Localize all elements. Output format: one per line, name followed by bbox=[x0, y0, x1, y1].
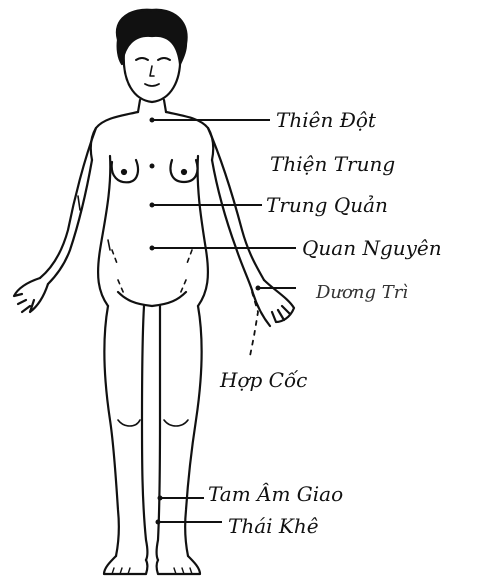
left-knee bbox=[118, 420, 140, 426]
right-arm bbox=[208, 128, 264, 290]
right-side bbox=[198, 156, 208, 306]
hair bbox=[117, 10, 187, 64]
left-hand bbox=[14, 278, 48, 312]
left-leg-outer bbox=[104, 306, 118, 556]
right-eye bbox=[158, 58, 170, 60]
left-foot bbox=[104, 556, 148, 574]
label-thien-trung: Thiện Trung bbox=[270, 154, 395, 174]
mouth bbox=[145, 84, 159, 86]
left-leg-inner bbox=[142, 306, 148, 560]
label-duong-tri: Dương Trì bbox=[316, 284, 408, 302]
label-tam-am-giao: Tam Âm Giao bbox=[208, 484, 343, 504]
label-thien-dot: Thiên Đột bbox=[276, 110, 376, 130]
left-arm bbox=[40, 128, 96, 284]
left-side bbox=[98, 156, 110, 306]
label-quan-nguyen: Quan Nguyên bbox=[302, 238, 442, 258]
right-knee bbox=[164, 420, 188, 426]
pelvis bbox=[118, 292, 186, 306]
right-foot bbox=[157, 556, 201, 574]
label-trung-quan: Trung Quản bbox=[266, 195, 388, 215]
label-thai-khe: Thái Khê bbox=[228, 516, 319, 536]
head bbox=[124, 52, 180, 102]
right-leg-outer bbox=[185, 306, 201, 556]
label-hop-coc: Hợp Cốc bbox=[220, 370, 307, 390]
left-eye bbox=[136, 58, 148, 60]
nose bbox=[150, 66, 154, 76]
